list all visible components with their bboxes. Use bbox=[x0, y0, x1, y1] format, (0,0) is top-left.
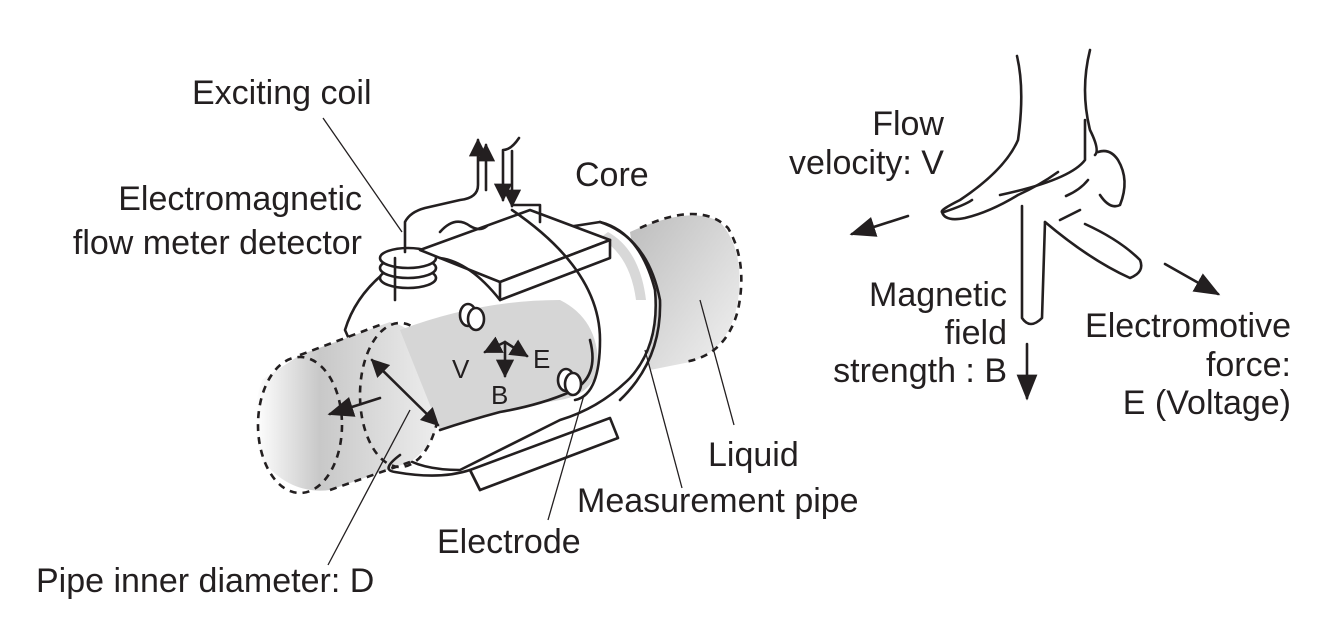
magnetic-field-label-line1: Magnetic bbox=[869, 276, 1007, 314]
flow-velocity-label-line2: velocity: V bbox=[789, 144, 944, 182]
bottom-core bbox=[468, 416, 620, 492]
top-core bbox=[418, 208, 612, 302]
emf-label-line2: force: bbox=[1206, 346, 1291, 384]
detector-label-line2: flow meter detector bbox=[73, 224, 362, 262]
inner-arc bbox=[387, 453, 472, 477]
hand-arrows bbox=[849, 214, 1221, 401]
inner-e-label: E bbox=[533, 344, 550, 374]
electrode-label: Electrode bbox=[437, 523, 581, 561]
cut-edge bbox=[438, 338, 594, 432]
emf-label-line3: E (Voltage) bbox=[1123, 384, 1291, 422]
emf-label-line1: Electromotive bbox=[1085, 307, 1291, 345]
flow-meter-illustration: V B E bbox=[255, 136, 743, 495]
inner-vbe-arrows: V B E bbox=[452, 336, 550, 410]
leader-lines bbox=[322, 117, 735, 566]
coil-wires bbox=[403, 136, 602, 402]
magnetic-field-label-line3: strength : B bbox=[833, 352, 1007, 390]
magnetic-field-label-line2: field bbox=[945, 314, 1007, 352]
measurement-pipe-label: Measurement pipe bbox=[577, 482, 859, 520]
flow-arrow bbox=[327, 396, 382, 417]
diameter-arrow bbox=[370, 358, 440, 427]
flow-velocity-label-line1: Flow bbox=[872, 105, 944, 143]
exciting-coil bbox=[378, 246, 438, 302]
liquid-label: Liquid bbox=[708, 436, 799, 474]
electrode-top bbox=[458, 302, 486, 332]
inner-v-label: V bbox=[452, 354, 470, 384]
detector-label-line1: Electromagnetic bbox=[118, 180, 362, 218]
electrode-bottom bbox=[556, 367, 583, 397]
hand-illustration bbox=[940, 48, 1143, 326]
pipe-inner-diameter-label: Pipe inner diameter: D bbox=[36, 562, 374, 600]
exciting-coil-label: Exciting coil bbox=[192, 74, 372, 112]
inner-b-label: B bbox=[491, 380, 508, 410]
core-label: Core bbox=[575, 156, 649, 194]
